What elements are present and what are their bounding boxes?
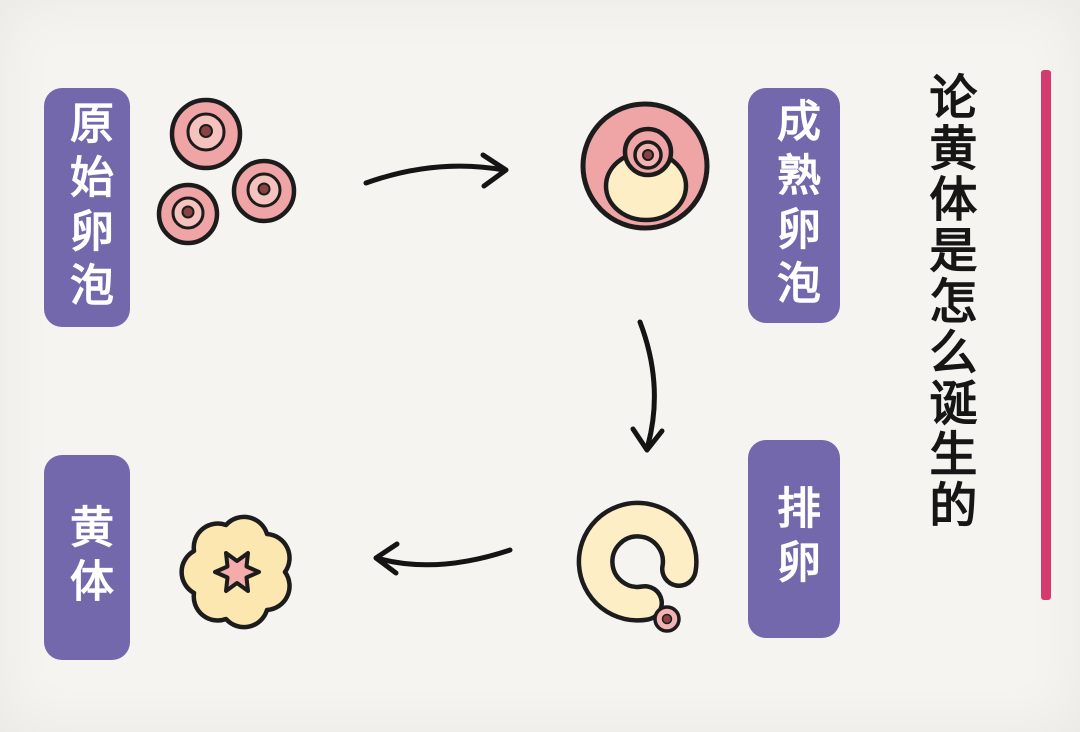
label-ovulation: 排卵	[748, 440, 840, 638]
label-corpus-luteum-text: 黄体	[63, 503, 112, 612]
label-primordial-follicle-text: 原始卵泡	[63, 99, 112, 316]
primordial-follicles-illustration	[156, 97, 297, 246]
label-ovulation-text: 排卵	[770, 485, 819, 593]
ovulation-illustration	[576, 500, 699, 633]
page-title: 论黄体是怎么诞生的	[921, 72, 975, 531]
label-mature-follicle: 成熟卵泡	[748, 88, 840, 323]
mature-follicle-illustration	[580, 101, 710, 231]
arrow-primordial-to-mature	[363, 152, 509, 189]
label-primordial-follicle: 原始卵泡	[44, 88, 130, 327]
accent-bar	[1041, 70, 1051, 600]
label-mature-follicle-text: 成熟卵泡	[770, 97, 819, 314]
label-corpus-luteum: 黄体	[44, 455, 130, 660]
corpus-luteum-illustration	[179, 514, 292, 630]
arrow-mature-to-ovulation	[630, 319, 665, 453]
arrow-ovulation-to-corpus	[373, 541, 513, 576]
